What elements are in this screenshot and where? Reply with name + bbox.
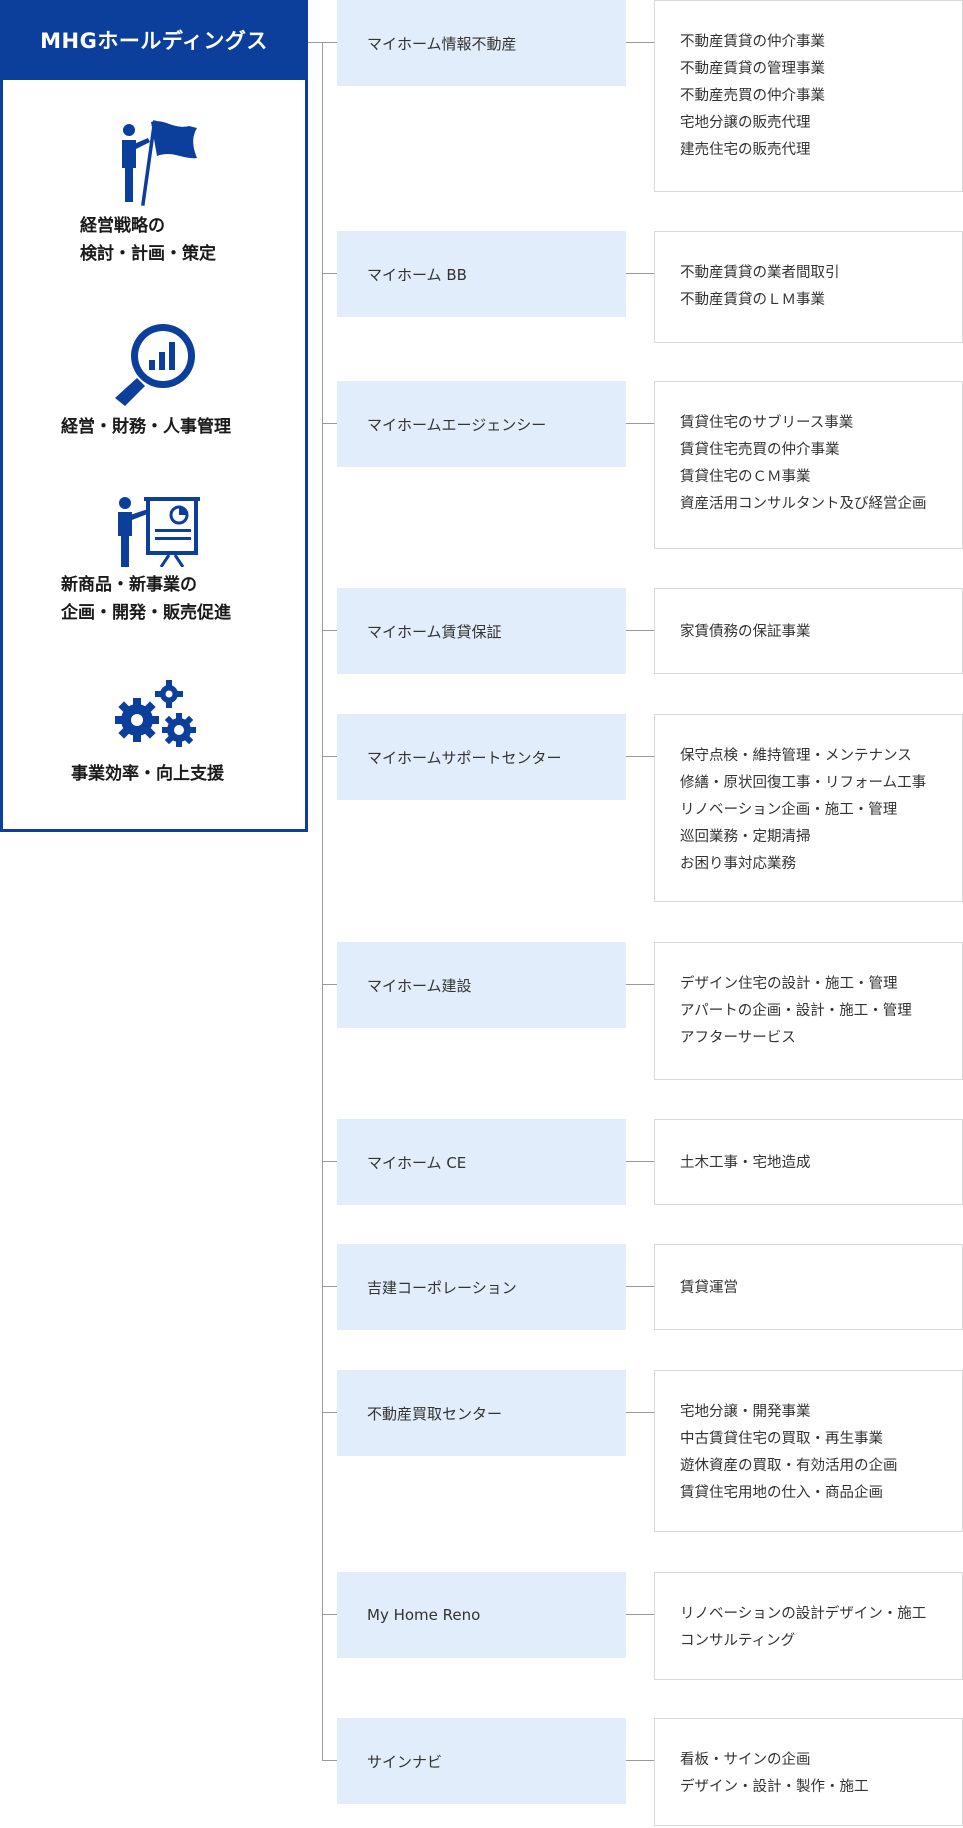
connector-company <box>322 1286 337 1287</box>
connector-business <box>626 1760 654 1761</box>
connector-company <box>322 423 337 424</box>
function-label-efficiency: 事業効率・向上支援 <box>71 764 224 784</box>
business-box: 土木工事・宅地造成 <box>654 1119 963 1205</box>
connector-business <box>626 984 654 985</box>
connector-business <box>626 1286 654 1287</box>
business-item: 賃貸住宅用地の仕入・商品企画 <box>680 1485 883 1501</box>
business-item: 賃貸住宅のサブリース事業 <box>680 415 854 431</box>
connector-company <box>322 1760 337 1761</box>
company-name: My Home Reno <box>367 1606 481 1624</box>
company-name: サインナビ <box>367 1752 443 1771</box>
business-item: 不動産賃貸の仲介事業 <box>680 34 825 50</box>
company-box: マイホーム建設 <box>337 942 626 1028</box>
business-box: 保守点検・維持管理・メンテナンス修繕・原状回復工事・リフォーム工事リノベーション… <box>654 714 963 902</box>
company-box: マイホーム CE <box>337 1119 626 1205</box>
connector-business <box>626 42 654 43</box>
company-name: マイホームエージェンシー <box>367 415 547 434</box>
presentation-icon <box>115 495 200 567</box>
connector-company <box>322 273 337 274</box>
company-box: サインナビ <box>337 1718 626 1804</box>
business-item: お困り事対応業務 <box>680 856 796 872</box>
business-item: アフターサービス <box>680 1030 796 1046</box>
connector-business <box>626 423 654 424</box>
magnifier-chart-icon <box>113 320 199 406</box>
business-item: 看板・サインの企画 <box>680 1752 811 1768</box>
business-box: 賃貸住宅のサブリース事業賃貸住宅売買の仲介事業賃貸住宅のＣＭ事業資産活用コンサル… <box>654 381 963 549</box>
connector-business <box>626 630 654 631</box>
function-label-strategy: 経営戦略の 検討・計画・策定 <box>80 216 216 264</box>
business-box: 不動産賃貸の仲介事業不動産賃貸の管理事業不動産売買の仲介事業宅地分譲の販売代理建… <box>654 0 963 192</box>
connector-company <box>322 630 337 631</box>
business-box: 不動産賃貸の業者間取引不動産賃貸のＬＭ事業 <box>654 231 963 343</box>
company-name: マイホーム CE <box>367 1153 467 1172</box>
gears-icon <box>115 680 200 750</box>
company-box: マイホーム BB <box>337 231 626 317</box>
business-item: 宅地分譲の販売代理 <box>680 115 811 131</box>
connector-company <box>322 1412 337 1413</box>
connector-company <box>322 1161 337 1162</box>
connector-company <box>322 984 337 985</box>
holdings-panel: MHGホールディングス 経営戦略の 検討・計画・策定 経営・財務・ <box>0 0 308 832</box>
company-name: 不動産買取センター <box>367 1404 503 1423</box>
company-box: My Home Reno <box>337 1572 626 1658</box>
company-box: マイホームエージェンシー <box>337 381 626 467</box>
business-item: 資産活用コンサルタント及び経営企画 <box>680 496 927 512</box>
business-box: 賃貸運営 <box>654 1244 963 1330</box>
business-item: アパートの企画・設計・施工・管理 <box>680 1003 912 1019</box>
business-item: コンサルティング <box>680 1633 796 1649</box>
connector-business <box>626 1614 654 1615</box>
business-box: 宅地分譲・開発事業中古賃貸住宅の買取・再生事業遊休資産の買取・有効活用の企画賃貸… <box>654 1370 963 1532</box>
business-item: 宅地分譲・開発事業 <box>680 1404 811 1420</box>
business-item: 土木工事・宅地造成 <box>680 1155 811 1171</box>
business-item: 不動産売買の仲介事業 <box>680 88 825 104</box>
business-item: 遊休資産の買取・有効活用の企画 <box>680 1458 898 1474</box>
company-name: マイホーム賃貸保証 <box>367 622 502 641</box>
connector-trunk <box>322 42 323 1761</box>
connector-business <box>626 1161 654 1162</box>
business-item: 保守点検・維持管理・メンテナンス <box>680 748 912 764</box>
connector-business <box>626 756 654 757</box>
company-box: マイホーム賃貸保証 <box>337 588 626 674</box>
flag-person-icon <box>115 120 200 206</box>
business-item: 不動産賃貸の管理事業 <box>680 61 825 77</box>
business-item: 建売住宅の販売代理 <box>680 142 811 158</box>
company-name: マイホーム BB <box>367 265 467 284</box>
connector-company <box>322 756 337 757</box>
business-item: リノベーションの設計デザイン・施工 <box>680 1606 927 1622</box>
business-item: デザイン・設計・製作・施工 <box>680 1779 869 1795</box>
business-item: デザイン住宅の設計・施工・管理 <box>680 976 898 992</box>
function-label-new-business: 新商品・新事業の 企画・開発・販売促進 <box>61 575 231 623</box>
connector-business <box>626 1412 654 1413</box>
business-item: リノベーション企画・施工・管理 <box>680 802 898 818</box>
business-box: デザイン住宅の設計・施工・管理アパートの企画・設計・施工・管理アフターサービス <box>654 942 963 1080</box>
business-item: 家賃債務の保証事業 <box>680 624 811 640</box>
company-name: マイホームサポートセンター <box>367 748 562 767</box>
business-box: 看板・サインの企画デザイン・設計・製作・施工 <box>654 1718 963 1826</box>
business-item: 中古賃貸住宅の買取・再生事業 <box>680 1431 883 1447</box>
business-item: 修繕・原状回復工事・リフォーム工事 <box>680 775 927 791</box>
holdings-title: MHGホールディングス <box>0 0 308 80</box>
company-name: マイホーム情報不動産 <box>367 34 517 53</box>
business-item: 賃貸運営 <box>680 1280 738 1296</box>
company-box: マイホームサポートセンター <box>337 714 626 800</box>
company-box: マイホーム情報不動産 <box>337 0 626 86</box>
company-box: 吉建コーポレーション <box>337 1244 626 1330</box>
business-box: リノベーションの設計デザイン・施工コンサルティング <box>654 1572 963 1680</box>
business-box: 家賃債務の保証事業 <box>654 588 963 674</box>
function-label-management: 経営・財務・人事管理 <box>61 417 231 437</box>
business-item: 不動産賃貸の業者間取引 <box>680 265 840 281</box>
connector-company <box>322 1614 337 1615</box>
business-item: 賃貸住宅売買の仲介事業 <box>680 442 840 458</box>
company-box: 不動産買取センター <box>337 1370 626 1456</box>
connector-company <box>322 42 337 43</box>
company-name: 吉建コーポレーション <box>367 1278 517 1297</box>
business-item: 賃貸住宅のＣＭ事業 <box>680 469 811 485</box>
business-item: 不動産賃貸のＬＭ事業 <box>680 292 825 308</box>
connector-business <box>626 273 654 274</box>
business-item: 巡回業務・定期清掃 <box>680 829 811 845</box>
company-name: マイホーム建設 <box>367 976 472 995</box>
